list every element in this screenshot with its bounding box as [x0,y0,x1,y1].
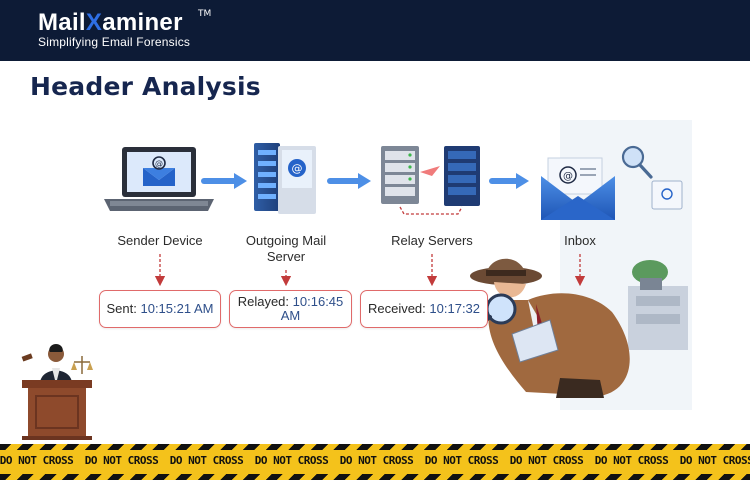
svg-text:@: @ [155,159,163,168]
brand-name: MailXaminer [38,9,183,36]
stage-label-sender-device: Sender Device [117,233,203,248]
stage-label-inbox: Inbox [564,233,596,248]
mail-card-icon [651,180,683,210]
header-bar: MailXaminer TM Simplifying Email Forensi… [0,0,750,61]
trademark: TM [198,9,212,19]
timeline-connectors [154,254,586,287]
svg-text:@: @ [292,162,303,175]
svg-text:@: @ [563,171,573,182]
laptop-mail-icon: @ [104,147,214,211]
timestamp-label: Received: [367,301,426,316]
timestamp-received: Received: 10:17:32 [360,290,488,328]
stage-label-outgoing-server: Outgoing Mail Server [245,233,327,264]
timestamp-relayed: Relayed: 10:16:45 AM [229,290,352,328]
judge-illustration [21,344,93,440]
stage-label-relay-servers: Relay Servers [391,233,473,248]
brand-tagline: Simplifying Email Forensics [38,35,191,49]
timestamp-value: 10:17:32 [429,301,481,316]
mail-flow-diagram: @ @ [21,120,692,440]
mail-server-icon: @ [254,143,316,214]
magnifier-icon [621,145,653,179]
brand-logo[interactable]: MailXaminer TM Simplifying Email Forensi… [38,9,211,49]
timestamp-label: Relayed: [237,294,290,309]
timestamp-sent: Sent: 10:15:21 AM [99,290,221,328]
timestamp-value: 10:16:45 AM [280,294,344,323]
page-title: Header Analysis [30,72,261,101]
timestamp-label: Sent: [106,301,137,316]
relay-servers-icon [381,146,480,215]
timestamp-value: 10:15:21 AM [140,301,214,316]
inbox-envelope-icon: @ [541,157,615,220]
